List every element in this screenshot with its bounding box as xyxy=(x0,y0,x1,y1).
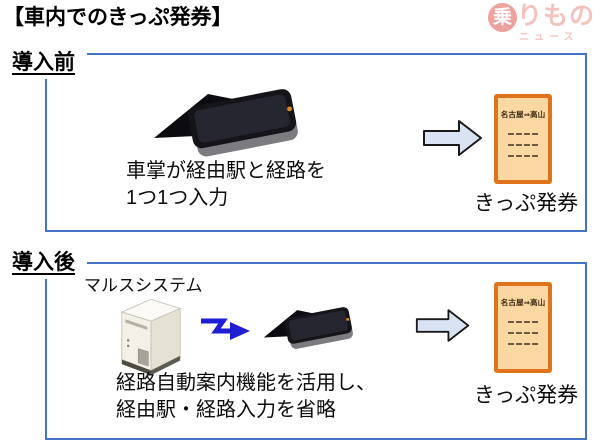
right-arrow-icon xyxy=(415,307,471,349)
after-description-line1: 経路自動案内機能を活用し、 xyxy=(116,372,376,394)
ticket-graphic-before: 名古屋⇒高山 xyxy=(494,94,552,184)
ticket-dashed-line xyxy=(508,332,538,334)
ticket-dashed-line xyxy=(508,343,538,345)
mars-server-icon xyxy=(112,292,190,381)
before-description-line1: 車掌が経由駅と経路を xyxy=(126,160,326,182)
ticket-dashed-line xyxy=(508,144,538,146)
ticket-route-text: 名古屋⇒高山 xyxy=(500,110,546,119)
watermark-name: りもの xyxy=(517,2,596,30)
handheld-terminal-icon xyxy=(260,299,356,354)
after-description: 経路自動案内機能を活用し、 経由駅・経路入力を省略 xyxy=(116,370,376,424)
ticket-route-text: 名古屋⇒高山 xyxy=(500,298,546,307)
ticket-graphic-after: 名古屋⇒高山 xyxy=(494,282,552,373)
ticket-dashed-line xyxy=(508,155,538,157)
before-section-box xyxy=(45,53,587,232)
watermark-subtitle: ニュース xyxy=(519,32,579,43)
ticket-dashed-line xyxy=(508,133,538,135)
before-description: 車掌が経由駅と経路を 1つ1つ入力 xyxy=(126,158,326,212)
right-arrow-icon xyxy=(422,118,484,163)
norimono-news-watermark: 乗 りもの ニュース xyxy=(488,3,596,43)
mars-system-label: マルスシステム xyxy=(84,276,203,295)
after-description-line2: 経由駅・経路入力を省略 xyxy=(116,399,336,421)
handheld-terminal-icon xyxy=(148,76,303,165)
page-title: 【車内でのきっぷ発券】 xyxy=(3,6,233,29)
after-section-box xyxy=(45,262,587,440)
zigzag-arrow-icon xyxy=(199,314,255,349)
after-result-label: きっぷ発券 xyxy=(473,384,579,407)
before-section-label: 導入前 xyxy=(8,44,87,79)
before-result-label: きっぷ発券 xyxy=(473,192,579,215)
before-description-line2: 1つ1つ入力 xyxy=(126,187,229,209)
after-section-label: 導入後 xyxy=(8,244,87,279)
norimono-badge-icon: 乗 xyxy=(488,3,517,32)
ticket-dashed-line xyxy=(508,321,538,323)
